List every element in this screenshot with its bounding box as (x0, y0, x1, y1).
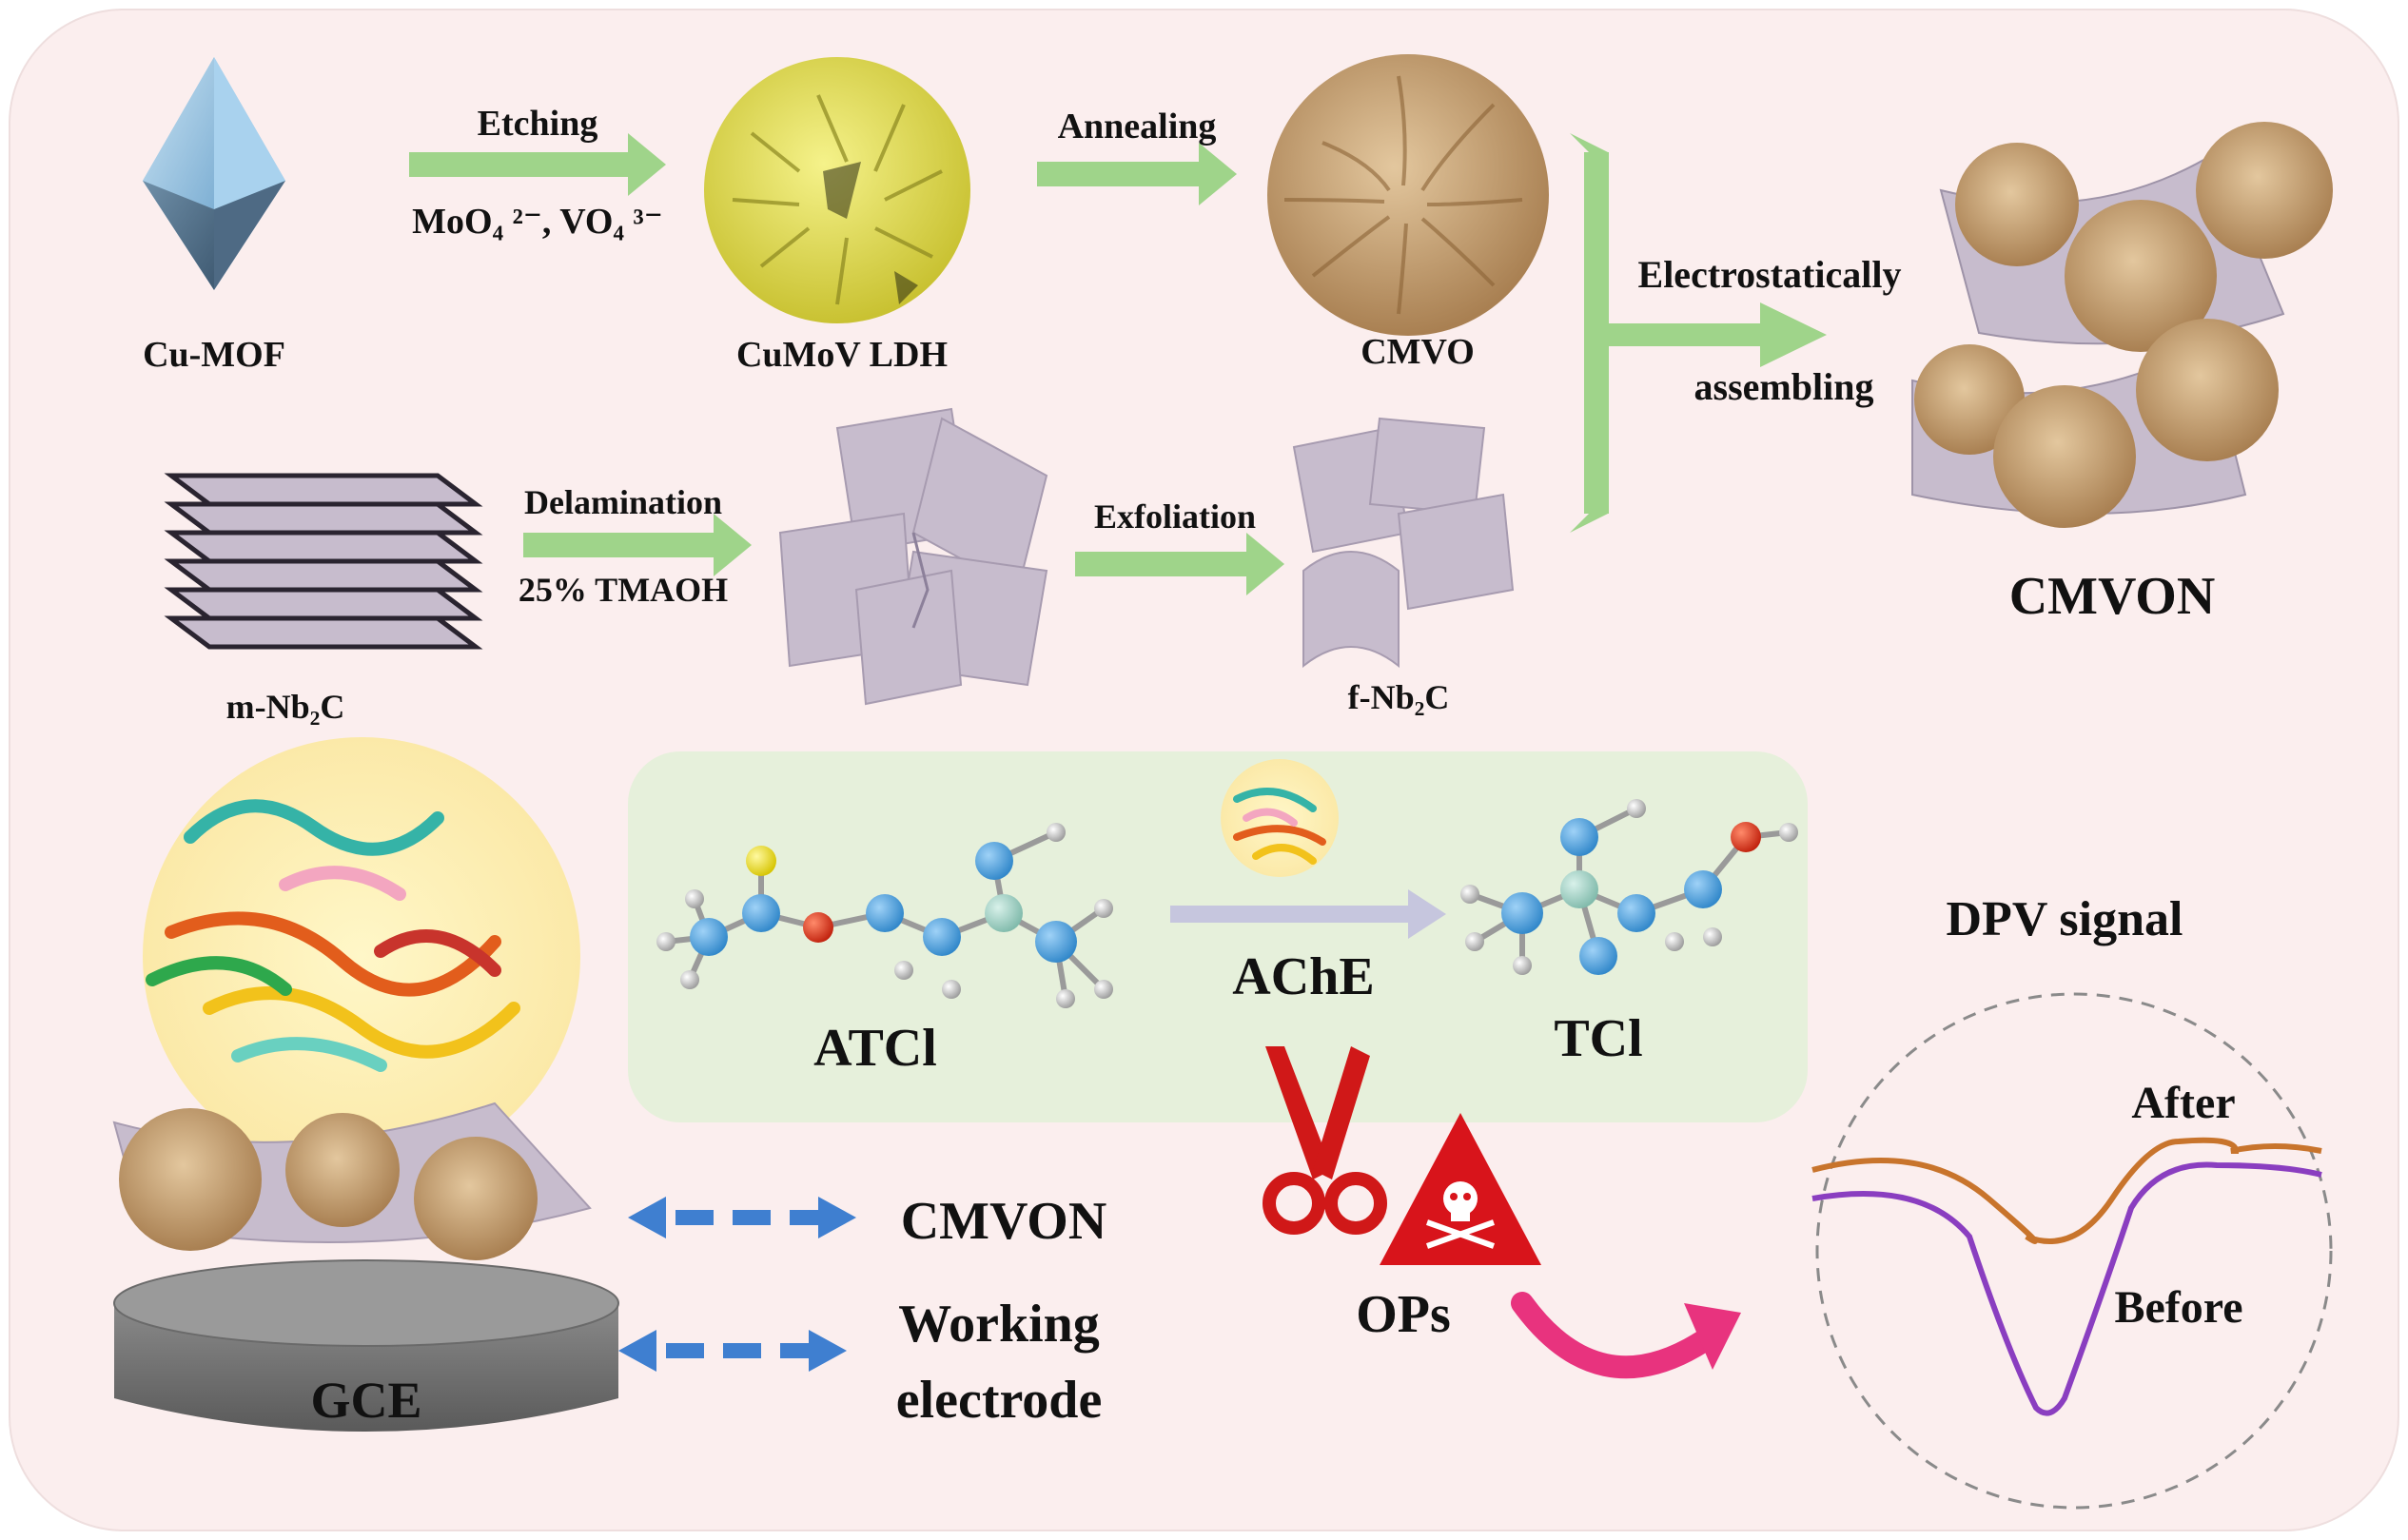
etching-arrow (409, 133, 666, 196)
cumov-ldh-flower (704, 57, 970, 323)
dpv-dashed-circle (1815, 992, 2333, 1510)
tcl-label: TCl (1554, 1009, 1642, 1068)
gce-electrode-assembly (112, 737, 619, 1432)
m-nb2c-stack (164, 473, 483, 650)
electrostatic-assembly-arrow (1570, 133, 1827, 533)
electrostatically-label: Electrostatically (1638, 253, 1902, 296)
dpv-after-label: After (2131, 1078, 2235, 1128)
skull-crossbones-hazard-icon (1380, 1113, 1541, 1265)
tmaoh-label: 25% TMAOH (519, 571, 728, 609)
etching-label: Etching (478, 104, 598, 144)
dpv-plot (1811, 992, 2333, 1510)
ache-enzyme-ribbons (146, 799, 520, 1072)
reaction-panel (628, 751, 1808, 1122)
cu-mof-label: Cu-MOF (143, 335, 285, 375)
dpv-before-label: Before (2114, 1282, 2242, 1333)
ache-mini-enzyme (1221, 759, 1339, 877)
electrode-label: electrode (896, 1371, 1103, 1430)
inhibition-arrow (1511, 1292, 1741, 1379)
delaminated-sheets (778, 407, 1048, 706)
annealing-arrow (1037, 143, 1237, 205)
f-nb2c-sheets (1292, 417, 1515, 669)
ache-label: AChE (1232, 947, 1374, 1006)
tcl-atoms (1460, 799, 1798, 975)
enzyme-glow (143, 737, 580, 1175)
cmvon-top-label: CMVON (2009, 567, 2216, 626)
gce-label: GCE (310, 1372, 421, 1429)
cumov-ldh-label: CuMoV LDH (736, 335, 948, 375)
assembling-label: assembling (1694, 365, 1874, 408)
f-nb2c-label: f-Nb₂C (1348, 678, 1450, 716)
dpv-before-curve (1811, 1161, 2322, 1416)
working-electrode-pointer-arrow (618, 1330, 847, 1372)
dpv-after-curve (1811, 1137, 2322, 1244)
exfoliation-label: Exfoliation (1094, 497, 1256, 536)
exfoliation-arrow (1075, 533, 1284, 595)
atcl-atoms (656, 823, 1113, 1008)
delamination-arrow (523, 514, 752, 576)
cmvon-pointer-arrow (628, 1197, 856, 1238)
ions-label: MoO₄ ²⁻, VO₄ ³⁻ (412, 202, 663, 242)
delamination-label: Delamination (524, 483, 722, 521)
cmvo-label: CMVO (1361, 332, 1475, 372)
ache-reaction-arrow (1170, 889, 1446, 939)
scissors-icon (1263, 1046, 1387, 1235)
ops-label: OPs (1356, 1285, 1451, 1344)
cmvo-flower (1267, 54, 1549, 336)
atcl-label: ATCl (813, 1019, 937, 1078)
dpv-title: DPV signal (1947, 892, 2183, 946)
cu-mof-octahedron (143, 57, 285, 290)
working-label: Working (898, 1295, 1100, 1354)
annealing-label: Annealing (1058, 107, 1217, 146)
cmvon-bottom-label: CMVON (901, 1192, 1107, 1251)
m-nb2c-label: m-Nb₂C (226, 688, 345, 726)
cmvon-composite (1911, 122, 2333, 528)
